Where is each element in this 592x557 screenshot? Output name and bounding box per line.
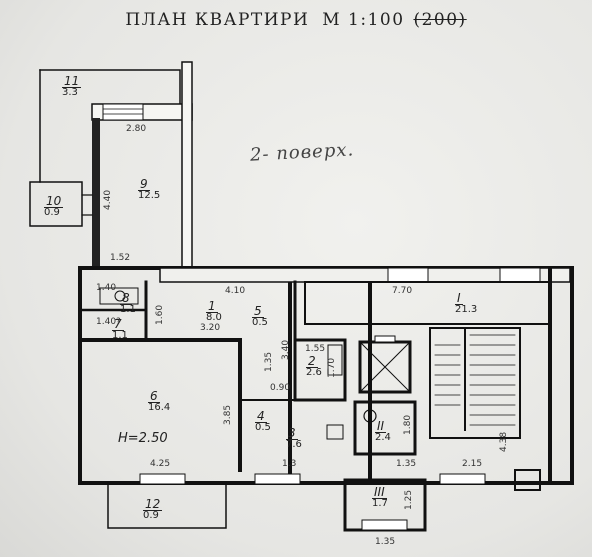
dim-1-3: 1.3 [282, 459, 297, 469]
old-scale: (200) [413, 10, 467, 30]
room-3-area: 7.6 [286, 439, 302, 450]
dim-1-40b: 1.40? [96, 317, 121, 327]
room-9-label: 9 12.5 [138, 178, 160, 201]
dim-4-40: 4.40 [103, 189, 113, 210]
wall-room2 [296, 338, 347, 402]
dim-1-80: 1.80 [403, 414, 413, 435]
room-11-area: 3.3 [62, 87, 78, 98]
plan-title: ПЛАН КВАРТИРИ М 1:100 (200) [0, 10, 592, 30]
window-top-2 [499, 267, 541, 283]
staircase [429, 327, 521, 439]
dim-4-25: 4.25 [150, 459, 171, 469]
old-scale-value: 200 [421, 10, 459, 30]
room-III-window [361, 519, 408, 531]
room-4-label: 4 0.5 [255, 410, 271, 433]
hall-I [304, 281, 551, 325]
balcony-12-outline [107, 482, 227, 529]
room-9-window [102, 103, 144, 121]
room-III-area: 1.7 [372, 498, 388, 509]
room-10-label: 10 0.9 [44, 195, 64, 218]
dim-1-40: 1.40 [96, 283, 117, 293]
room-7-label: 7 1.1 [112, 318, 128, 341]
room-8-label: 8 1.1 [120, 292, 136, 315]
room-12-area: 0.9 [143, 510, 159, 521]
right-corner [514, 469, 541, 491]
room-5-label: 5 0.5 [252, 305, 268, 328]
lift-door [374, 335, 396, 343]
room-2-label: 2 2.6 [306, 355, 322, 378]
stove-fixture [326, 424, 344, 440]
closet-10-door [81, 194, 93, 216]
dim-1-25: 1.25 [404, 489, 414, 510]
room-11-label: 11 3.3 [62, 75, 82, 98]
room-1-area: 8.0 [206, 312, 222, 323]
window-bottom-2 [254, 473, 301, 485]
dim-2-15: 2.15 [462, 459, 483, 469]
room-1-label: 1 8.0 [206, 300, 222, 323]
room-I-area: 21.3 [455, 304, 478, 315]
window-bottom-3 [439, 473, 486, 485]
closet-10 [29, 181, 83, 227]
dim-1-55: 1.55 [305, 344, 326, 354]
dim-1-70: 1.70 [327, 357, 337, 378]
dim-3-85: 3.85 [223, 404, 233, 425]
room-6-area: 16.4 [148, 402, 171, 413]
dim-4-38: 4.38 [499, 431, 509, 452]
dim-1-60: 1.60 [155, 304, 165, 325]
lift-cross [359, 341, 411, 393]
room-5-area: 0.5 [252, 317, 268, 328]
plan-title-text: ПЛАН КВАРТИРИ [125, 10, 310, 30]
plan-scale: М 1:100 [322, 10, 405, 30]
dim-1-35b: 1.35 [396, 459, 417, 469]
room-9-right-wall [181, 61, 193, 273]
room-7-area: 1.1 [112, 330, 128, 341]
sink-fixture [114, 290, 126, 302]
bath-fixture [99, 287, 139, 305]
room-4-area: 0.5 [255, 422, 271, 433]
room-III-label: III 1.7 [372, 486, 388, 509]
ceiling-height: H=2.50 [118, 431, 168, 446]
dim-7-70: 7.70 [392, 286, 413, 296]
room-9-left-wall [92, 118, 100, 268]
room-9-area: 12.5 [138, 190, 161, 201]
room-10-area: 0.9 [44, 207, 60, 218]
toilet-fixture [327, 344, 343, 376]
room-9-window-lines [102, 108, 144, 115]
room-12-label: 12 0.9 [143, 498, 163, 521]
room-II-label: II 2.4 [375, 420, 391, 443]
room-II-fixture [363, 409, 377, 423]
room-6-label: 6 16.4 [148, 390, 170, 413]
dim-3-40: 3.40 [281, 339, 291, 360]
dim-2-80: 2.80 [126, 124, 147, 134]
window-top-1 [387, 267, 429, 283]
room-II [353, 400, 417, 456]
dim-4-10: 4.10 [225, 286, 246, 296]
room-3-label: 3 7.6 [286, 427, 302, 450]
window-bottom-1 [139, 473, 186, 485]
dim-3-20: 3.20 [200, 323, 221, 333]
room-8-area: 1.1 [120, 304, 136, 315]
dim-0-90: 0.90 [270, 383, 291, 393]
dim-1-35: 1.35 [264, 351, 274, 372]
dim-1-35c: 1.35 [375, 537, 396, 547]
dim-1-52: 1.52 [110, 253, 131, 263]
room-II-area: 2.4 [375, 432, 391, 443]
room-2-area: 2.6 [306, 367, 322, 378]
room-I-label: I 21.3 [455, 292, 477, 315]
stair-steps [434, 329, 516, 431]
